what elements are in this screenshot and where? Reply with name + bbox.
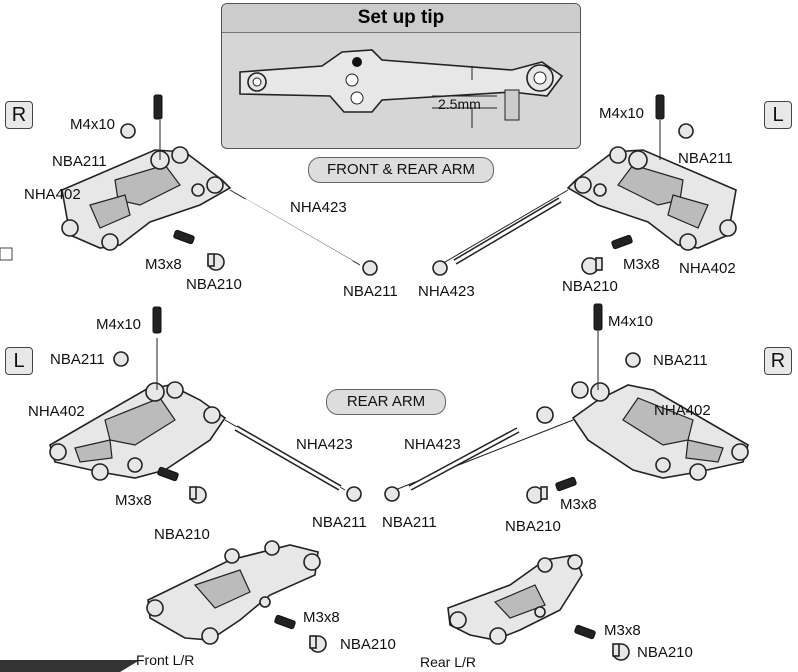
ball-bottom-left-nba210	[309, 635, 327, 653]
screw-top-right-m4x10	[655, 94, 665, 120]
label-bl-nba210: NBA210	[340, 636, 396, 653]
side-badge-top-right: L	[764, 101, 792, 129]
label-tl-nba211-end: NBA211	[343, 283, 398, 300]
screw-top-left-m3x8	[173, 229, 195, 245]
label-ml-nba210: NBA210	[154, 526, 210, 543]
screw-mid-left-m3x8	[157, 466, 179, 482]
caption-rear-lr: Rear L/R	[420, 654, 477, 670]
screw-top-left-m4x10	[153, 94, 163, 120]
label-mr-nha402: NHA402	[654, 402, 711, 419]
arm-top-right	[439, 120, 737, 266]
label-tl-m4x10: M4x10	[70, 116, 116, 133]
label-tl-nha423: NHA423	[290, 199, 347, 216]
rod-top-left-nha423	[244, 198, 353, 264]
screw-mid-right-m3x8	[555, 476, 577, 492]
label-tl-nba210: NBA210	[186, 276, 242, 293]
label-br-nba210: NBA210	[637, 644, 693, 661]
label-mr-m4x10: M4x10	[608, 313, 654, 330]
ball-mid-left-nba211	[113, 351, 129, 367]
caption-front-lr: Front L/R	[136, 652, 195, 668]
side-badge-mid-left: L	[5, 347, 33, 375]
side-badge-mid-right: R	[764, 347, 792, 375]
screw-top-right-m3x8	[611, 234, 633, 250]
arm-middle-right	[394, 330, 749, 491]
ball-mid-right-nba210	[526, 486, 548, 504]
page-corner-strip	[0, 660, 140, 672]
label-tl-nha402: NHA402	[24, 186, 81, 203]
screw-mid-right-m4x10	[593, 303, 603, 331]
label-ml-nba211: NBA211	[50, 351, 105, 368]
setup-tip-panel: Set up tip 2.5mm	[221, 3, 581, 149]
screw-bottom-right-m3x8	[574, 624, 596, 640]
ball-top-right-nba210	[581, 257, 603, 275]
label-tr-m4x10: M4x10	[599, 105, 645, 122]
label-mr-nba211-end: NBA211	[382, 514, 437, 531]
section-front-rear-arm: FRONT & REAR ARM	[308, 157, 494, 183]
setup-tip-drawing	[239, 49, 564, 128]
side-badge-top-left: R	[5, 101, 33, 129]
label-tr-nba211: NBA211	[678, 150, 733, 167]
label-tl-nba211: NBA211	[52, 153, 107, 170]
label-br-m3x8: M3x8	[604, 622, 641, 639]
label-tl-m3x8: M3x8	[145, 256, 182, 273]
ball-top-right-nha423-end	[432, 260, 448, 276]
section-rear-arm: REAR ARM	[326, 389, 446, 415]
setup-tip-measure: 2.5mm	[438, 96, 481, 112]
label-tr-nha402: NHA402	[679, 260, 736, 277]
label-ml-m4x10: M4x10	[96, 316, 142, 333]
screw-mid-left-m4x10	[152, 306, 162, 334]
screw-bottom-left-m3x8	[274, 614, 296, 630]
ball-mid-left-nba210	[189, 486, 207, 504]
label-mr-nha423: NHA423	[404, 436, 461, 453]
ball-bottom-right-nba210	[612, 643, 630, 661]
label-tr-nba210: NBA210	[562, 278, 618, 295]
arm-bottom-right-assembled	[447, 554, 583, 645]
arm-bottom-left-assembled	[146, 540, 321, 645]
label-ml-m3x8: M3x8	[115, 492, 152, 509]
label-tr-nha423: NHA423	[418, 283, 475, 300]
setup-tip-title: Set up tip	[222, 4, 580, 33]
label-mr-nba211: NBA211	[653, 352, 708, 369]
page-edge-marker	[0, 247, 13, 261]
label-ml-nba211-end: NBA211	[312, 514, 367, 531]
ball-mid-left-nba211-end	[346, 486, 362, 502]
ball-top-left-nba210	[207, 253, 225, 271]
label-mr-nba210: NBA210	[505, 518, 561, 535]
label-mr-m3x8: M3x8	[560, 496, 597, 513]
label-ml-nha402: NHA402	[28, 403, 85, 420]
label-tr-m3x8: M3x8	[623, 256, 660, 273]
rod-top-right-nha423	[453, 197, 562, 265]
ball-top-left-nba211-end	[362, 260, 378, 276]
label-bl-m3x8: M3x8	[303, 609, 340, 626]
rod-mid-left-nha423	[234, 425, 342, 491]
label-ml-nha423: NHA423	[296, 436, 353, 453]
ball-top-left-nba211	[120, 123, 136, 139]
ball-mid-right-nba211-end	[384, 486, 400, 502]
ball-top-right-nba211	[678, 123, 694, 139]
ball-mid-right-nba211	[625, 352, 641, 368]
rod-mid-right-nha423	[408, 427, 520, 491]
